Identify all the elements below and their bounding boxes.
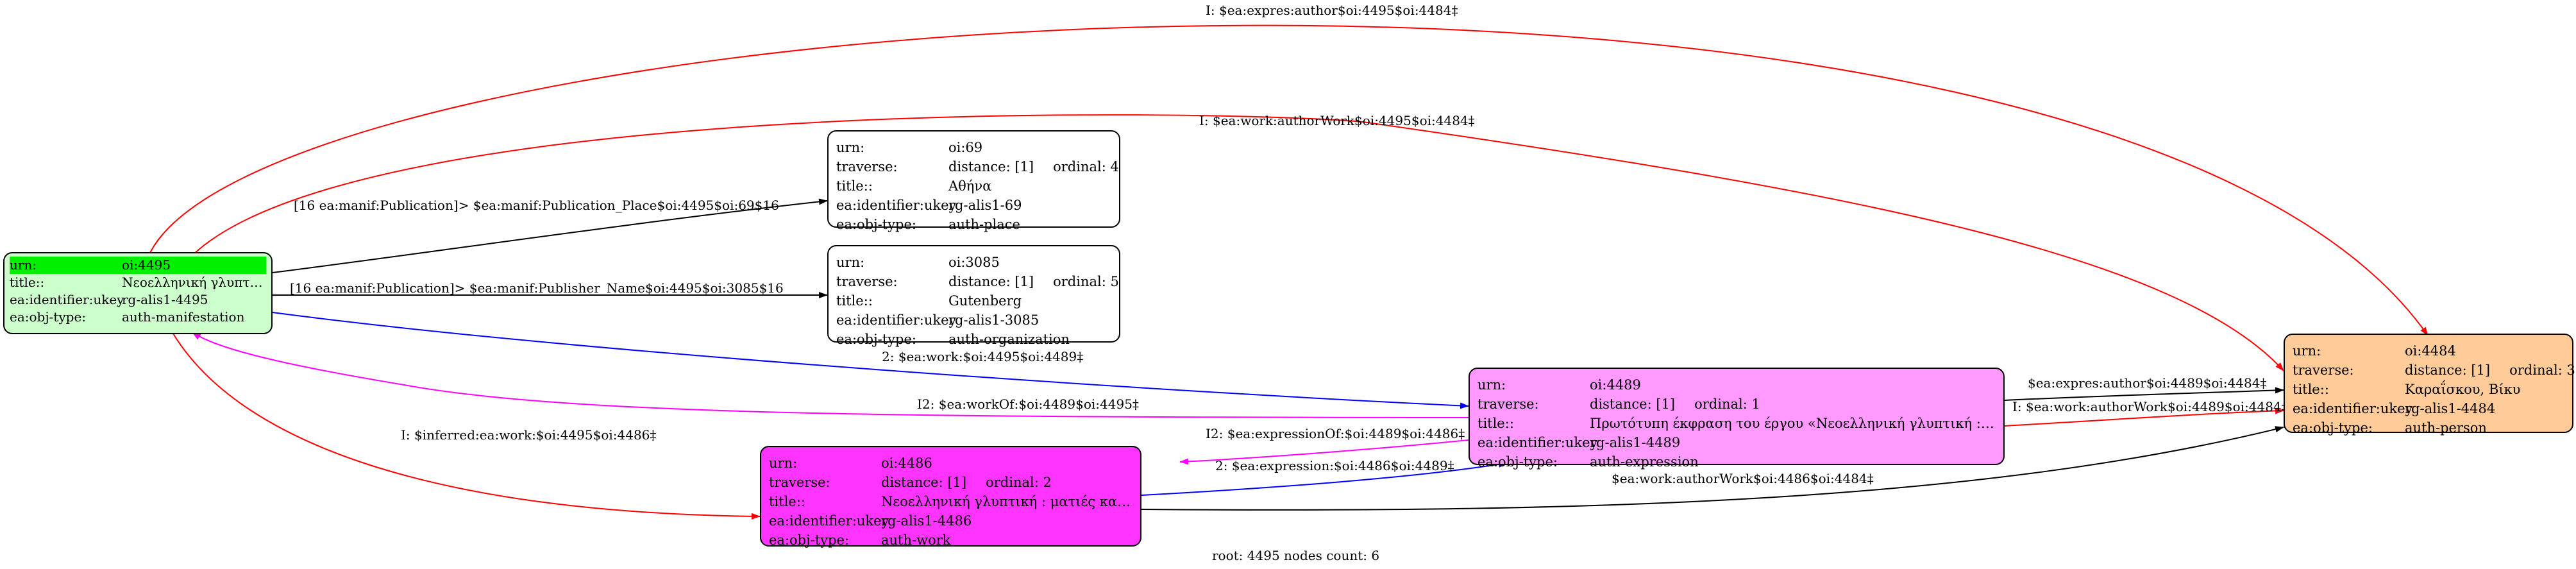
- field-key: urn:: [769, 455, 798, 471]
- edge-work-authorwork-4489-4484: [2004, 407, 2284, 427]
- field-value: oi:3085: [948, 255, 1000, 270]
- node-oi-3085[interactable]: urn: oi:3085 traverse: distance: [1] ordina…: [827, 245, 1120, 347]
- node-oi-4484[interactable]: urn: oi:4484 traverse: distance: [1] ordina…: [2284, 334, 2575, 436]
- field-value: distance: [1]: [948, 159, 1034, 174]
- field-key: title::: [836, 293, 873, 309]
- field-key: title::: [10, 275, 45, 290]
- field-value: auth-place: [948, 217, 1020, 232]
- field-key: ea:obj-type:: [1477, 454, 1558, 470]
- field-value: rg-alis1-69: [948, 198, 1022, 213]
- field-key: urn:: [836, 255, 865, 270]
- edge-label-expressionof-4489-4486: I2: $ea:expressionOf:$oi:4489$oi:4486‡: [1206, 426, 1465, 441]
- field-value: distance: [1]: [948, 274, 1034, 289]
- field-key: ea:identifier:ukey: [836, 198, 957, 213]
- field-value: oi:4495: [122, 257, 171, 273]
- ordinal-value: ordinal: 4: [1053, 159, 1119, 174]
- field-value: Καραΐσκου, Βίκυ: [2405, 382, 2521, 397]
- edge-label-work-authorwork-4486-4484: $ea:work:authorWork$oi:4486$oi:4484‡: [1612, 471, 1874, 486]
- edge-label-publisher-name: [16 ea:manif:Publication]> $ea:manif:Pub…: [290, 280, 784, 296]
- field-key: ea:identifier:ukey: [2293, 401, 2413, 416]
- edge-work-authorwork-4495-4484: [192, 114, 2284, 371]
- field-key: ea:identifier:ukey: [10, 292, 124, 307]
- field-key: title::: [769, 494, 805, 509]
- field-value: oi:4484: [2405, 343, 2456, 359]
- field-key: ea:identifier:ukey: [769, 513, 889, 529]
- ordinal-value: ordinal: 3: [2509, 362, 2575, 378]
- field-value: auth-organization: [948, 332, 1070, 347]
- field-value: rg-alis1-4484: [2405, 401, 2496, 416]
- field-value: Gutenberg: [948, 293, 1022, 309]
- edge-label-workof-4489-4495: I2: $ea:workOf:$oi:4489$oi:4495‡: [917, 396, 1139, 412]
- graph-footer: root: 4495 nodes count: 6: [1212, 548, 1380, 563]
- field-value: rg-alis1-4486: [881, 513, 972, 529]
- field-key: title::: [2293, 382, 2329, 397]
- node-oi-4489[interactable]: urn: oi:4489 traverse: distance: [1] ordina…: [1469, 368, 2005, 470]
- field-value: distance: [1]: [881, 475, 967, 490]
- field-value: Αθήνα: [948, 178, 992, 194]
- field-key: title::: [836, 178, 873, 194]
- field-key: ea:obj-type:: [769, 532, 849, 548]
- field-value: Πρωτότυπη έκφραση του έργου «Νεοελληνική…: [1590, 416, 1996, 431]
- field-key: urn:: [2293, 343, 2321, 359]
- field-key: ea:obj-type:: [836, 332, 916, 347]
- edge-expressionof-4489-4486: [1179, 439, 1469, 465]
- node-oi-4495[interactable]: urn:oi:4495 title::Νεοελληνική γλυπτική …: [3, 252, 273, 334]
- field-key: traverse:: [836, 274, 898, 289]
- ordinal-value: ordinal: 1: [1694, 396, 1760, 412]
- edge-expression-4486-4489: [1141, 461, 1508, 496]
- ordinal-value: ordinal: 2: [986, 475, 1052, 490]
- field-key: urn:: [1477, 377, 1506, 393]
- edge-label-expression-4486-4489: 2: $ea:expression:$oi:4486$oi:4489‡: [1215, 458, 1454, 473]
- node-oi-69[interactable]: urn: oi:69 traverse: distance: [1] ordinal:…: [827, 130, 1120, 232]
- edge-label-publication-place: [16 ea:manif:Publication]> $ea:manif:Pub…: [294, 198, 779, 213]
- edge-workof-4489-4495: [192, 332, 1469, 418]
- field-key: traverse:: [2293, 362, 2354, 378]
- field-key: title::: [1477, 416, 1514, 431]
- field-key: traverse:: [1477, 396, 1539, 412]
- field-key: ea:obj-type:: [836, 217, 916, 232]
- field-value: oi:69: [948, 140, 983, 155]
- field-value: rg-alis1-3085: [948, 312, 1040, 328]
- edge-label-inferred-work-4495-4486: I: $inferred:ea:work:$oi:4495$oi:4486‡: [401, 427, 657, 443]
- field-key: ea:obj-type:: [10, 309, 87, 325]
- field-value: Νεοελληνική γλυπτική : ματιές και αναγνώ…: [881, 494, 1132, 509]
- edge-publication-place-4495-69: [272, 198, 828, 273]
- field-key: ea:obj-type:: [2293, 420, 2373, 436]
- field-key: traverse:: [769, 475, 830, 490]
- field-key: ea:identifier:ukey: [1477, 435, 1598, 450]
- field-key: traverse:: [836, 159, 898, 174]
- edge-work-authorwork-4486-4484: [1141, 426, 2284, 511]
- field-value: Νεοελληνική γλυπτική: [122, 275, 266, 290]
- edge-label-work-authorwork-4495-4484: I: $ea:work:authorWork$oi:4495$oi:4484‡: [1199, 113, 1475, 128]
- field-value: auth-expression: [1590, 454, 1699, 470]
- edge-expres-author-4489-4484: [2004, 387, 2284, 401]
- field-value: distance: [1]: [1590, 396, 1676, 412]
- field-key: urn:: [10, 257, 37, 273]
- edge-work-4495-4489: [272, 312, 1469, 409]
- edge-expres-author-4495-4484: [148, 24, 2429, 336]
- edge-label-work-4495-4489: 2: $ea:work:$oi:4495$oi:4489‡: [882, 349, 1084, 364]
- field-value: rg-alis1-4495: [122, 292, 208, 307]
- field-value: auth-person: [2405, 420, 2487, 436]
- edge-label-expres-author-4489-4484: $ea:expres:author$oi:4489$oi:4484‡: [2028, 375, 2267, 391]
- field-key: ea:identifier:ukey: [836, 312, 957, 328]
- field-value: auth-manifestation: [122, 309, 245, 325]
- field-key: urn:: [836, 140, 865, 155]
- field-value: oi:4489: [1590, 377, 1641, 393]
- field-value: distance: [1]: [2405, 362, 2491, 378]
- ordinal-value: ordinal: 5: [1053, 274, 1119, 289]
- field-value: rg-alis1-4489: [1590, 435, 1681, 450]
- edge-label-expres-author-4495-4484: I: $ea:expres:author$oi:4495$oi:4484‡: [1206, 3, 1458, 18]
- field-value: oi:4486: [881, 455, 932, 471]
- edge-inferred-work-4495-4486: [173, 333, 761, 520]
- field-value: auth-work: [881, 532, 951, 548]
- node-oi-4486[interactable]: urn: oi:4486 traverse: distance: [1] ordina…: [760, 446, 1141, 548]
- edge-label-work-authorwork-4489-4484: I: $ea:work:authorWork$oi:4489$oi:4484‡: [2012, 399, 2288, 414]
